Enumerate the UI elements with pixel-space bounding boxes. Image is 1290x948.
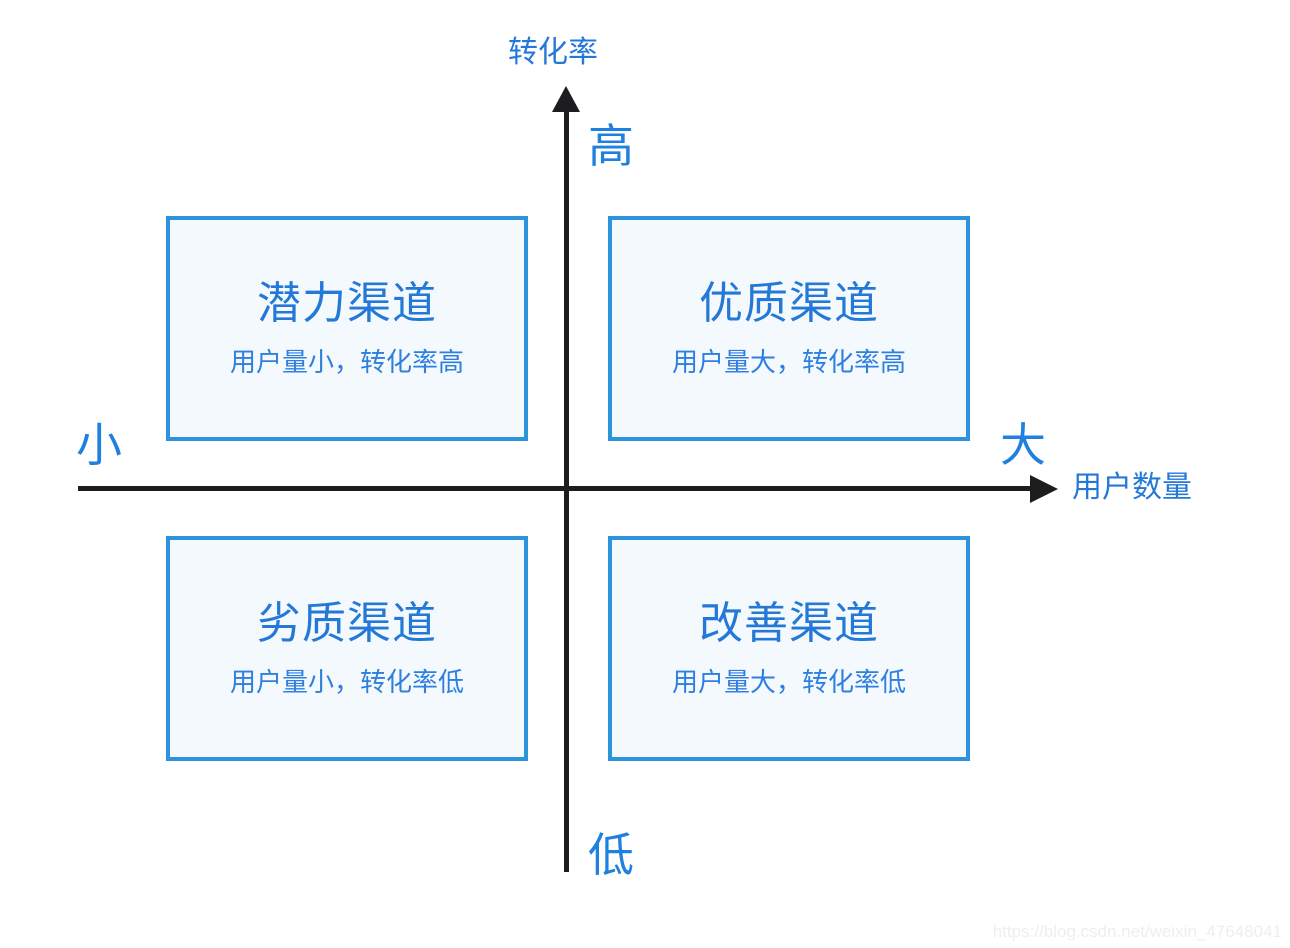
right-arrow-icon [1030,475,1058,503]
x-axis-high-label: 大 [1000,419,1046,471]
x-axis-line [78,486,1040,491]
x-axis-title: 用户数量 [1072,471,1192,504]
quadrant-title: 潜力渠道 [257,279,437,328]
quadrant-box-bottom-right[interactable]: 改善渠道 用户量大，转化率低 [608,536,970,761]
quadrant-description: 用户量大，转化率高 [671,347,906,378]
quadrant-box-bottom-left[interactable]: 劣质渠道 用户量小，转化率低 [166,536,528,761]
quadrant-title: 优质渠道 [699,279,879,328]
quadrant-box-top-right[interactable]: 优质渠道 用户量大，转化率高 [608,216,970,441]
y-axis-high-label: 高 [588,120,634,172]
up-arrow-icon [552,86,580,112]
quadrant-title: 劣质渠道 [257,599,437,648]
quadrant-description: 用户量大，转化率低 [671,667,906,698]
quadrant-title: 改善渠道 [699,599,879,648]
x-axis-low-label: 小 [76,419,122,471]
quadrant-description: 用户量小，转化率低 [229,667,464,698]
watermark-text: https://blog.csdn.net/weixin_47648041 [992,922,1282,941]
quadrant-box-top-left[interactable]: 潜力渠道 用户量小，转化率高 [166,216,528,441]
y-axis-low-label: 低 [588,829,634,881]
quadrant-description: 用户量小，转化率高 [229,347,464,378]
y-axis-title: 转化率 [508,36,598,69]
